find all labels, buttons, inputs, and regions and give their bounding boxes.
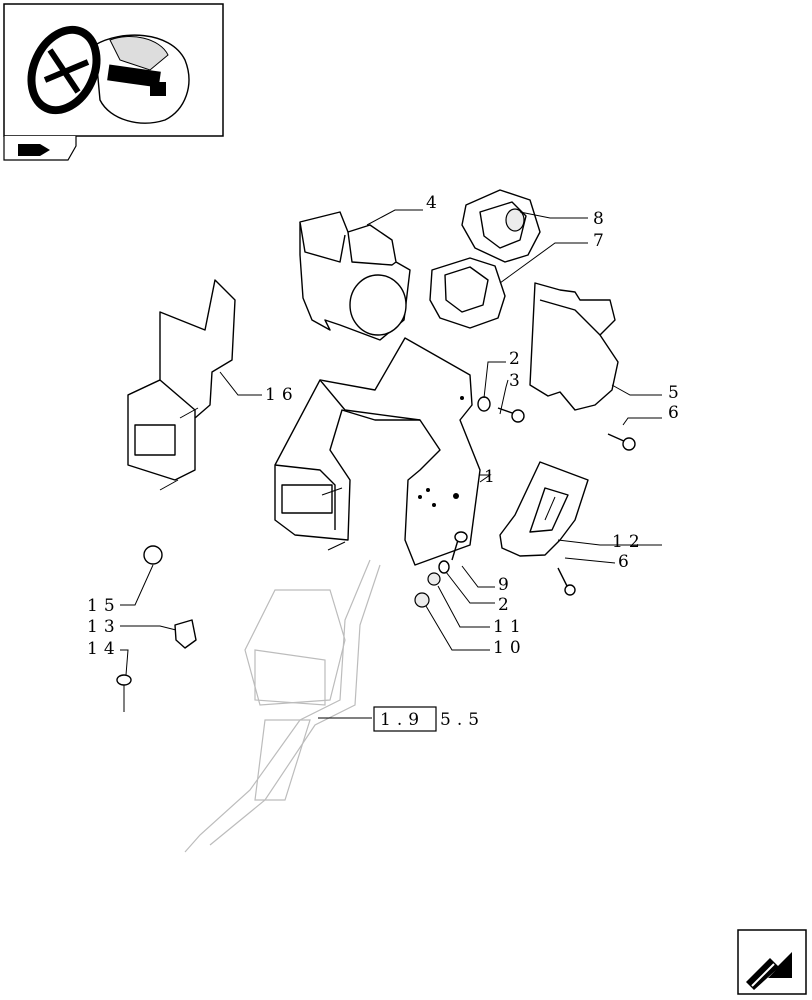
part-5-right-cover[interactable] bbox=[529, 282, 619, 411]
reference-box bbox=[373, 706, 437, 732]
tab-marker bbox=[3, 136, 77, 161]
part-4-upper-cover[interactable] bbox=[299, 211, 411, 341]
steering-column-reference bbox=[184, 559, 381, 853]
part-13-clip[interactable] bbox=[174, 619, 197, 649]
callout-2-upper[interactable]: 2 bbox=[509, 349, 526, 369]
thumbnail-panel[interactable] bbox=[3, 3, 224, 161]
part-2-washer-lower[interactable] bbox=[438, 560, 450, 574]
callout-2-lower[interactable]: 2 bbox=[498, 595, 515, 615]
part-16-left-bracket[interactable] bbox=[127, 279, 236, 491]
callout-10[interactable]: 10 bbox=[493, 638, 527, 658]
next-page-button[interactable] bbox=[737, 929, 807, 995]
part-11-spacer[interactable] bbox=[427, 572, 441, 586]
callout-12[interactable]: 12 bbox=[612, 532, 646, 552]
callout-9[interactable]: 9 bbox=[498, 575, 515, 595]
callout-11[interactable]: 11 bbox=[493, 617, 527, 637]
callout-16[interactable]: 16 bbox=[265, 385, 299, 405]
callout-15[interactable]: 15 bbox=[87, 596, 121, 616]
callout-8[interactable]: 8 bbox=[593, 209, 610, 229]
cross-reference[interactable]: 1.9 5.5 bbox=[373, 706, 485, 732]
callout-labels: 4 8 7 2 3 5 6 16 1 12 6 9 2 11 10 15 13 … bbox=[87, 193, 685, 659]
part-3-bolt[interactable] bbox=[497, 407, 525, 423]
part-6-bolt-lower[interactable] bbox=[557, 567, 576, 596]
reference-rest-text: 5.5 bbox=[440, 710, 485, 730]
steering-wheel-thumbnail-icon bbox=[27, 25, 190, 124]
part-2-washer[interactable] bbox=[477, 396, 491, 412]
part-8-small-cover[interactable] bbox=[461, 189, 541, 263]
callout-4[interactable]: 4 bbox=[426, 193, 443, 213]
part-7-bracket-cover[interactable] bbox=[429, 257, 506, 329]
part-14-screw[interactable] bbox=[116, 674, 132, 712]
part-9-bolt[interactable] bbox=[451, 531, 468, 561]
callout-1[interactable]: 1 bbox=[484, 467, 501, 487]
part-10-spacer[interactable] bbox=[414, 592, 430, 608]
callout-6-upper[interactable]: 6 bbox=[668, 403, 685, 423]
part-12-lower-cover[interactable] bbox=[499, 461, 589, 557]
callout-13[interactable]: 13 bbox=[87, 617, 121, 637]
part-15-grommet[interactable] bbox=[143, 545, 163, 565]
callout-3[interactable]: 3 bbox=[509, 371, 526, 391]
callout-5[interactable]: 5 bbox=[668, 383, 685, 403]
part-1-main-support[interactable] bbox=[274, 337, 481, 566]
next-page-arrow-icon bbox=[746, 952, 792, 990]
callout-6-lower[interactable]: 6 bbox=[618, 552, 635, 572]
callout-7[interactable]: 7 bbox=[593, 231, 610, 251]
part-6-bolt-upper[interactable] bbox=[607, 433, 636, 451]
reference-boxed-text: 1.9 bbox=[380, 710, 425, 730]
leader-lines bbox=[120, 209, 662, 719]
callout-14[interactable]: 14 bbox=[87, 639, 121, 659]
